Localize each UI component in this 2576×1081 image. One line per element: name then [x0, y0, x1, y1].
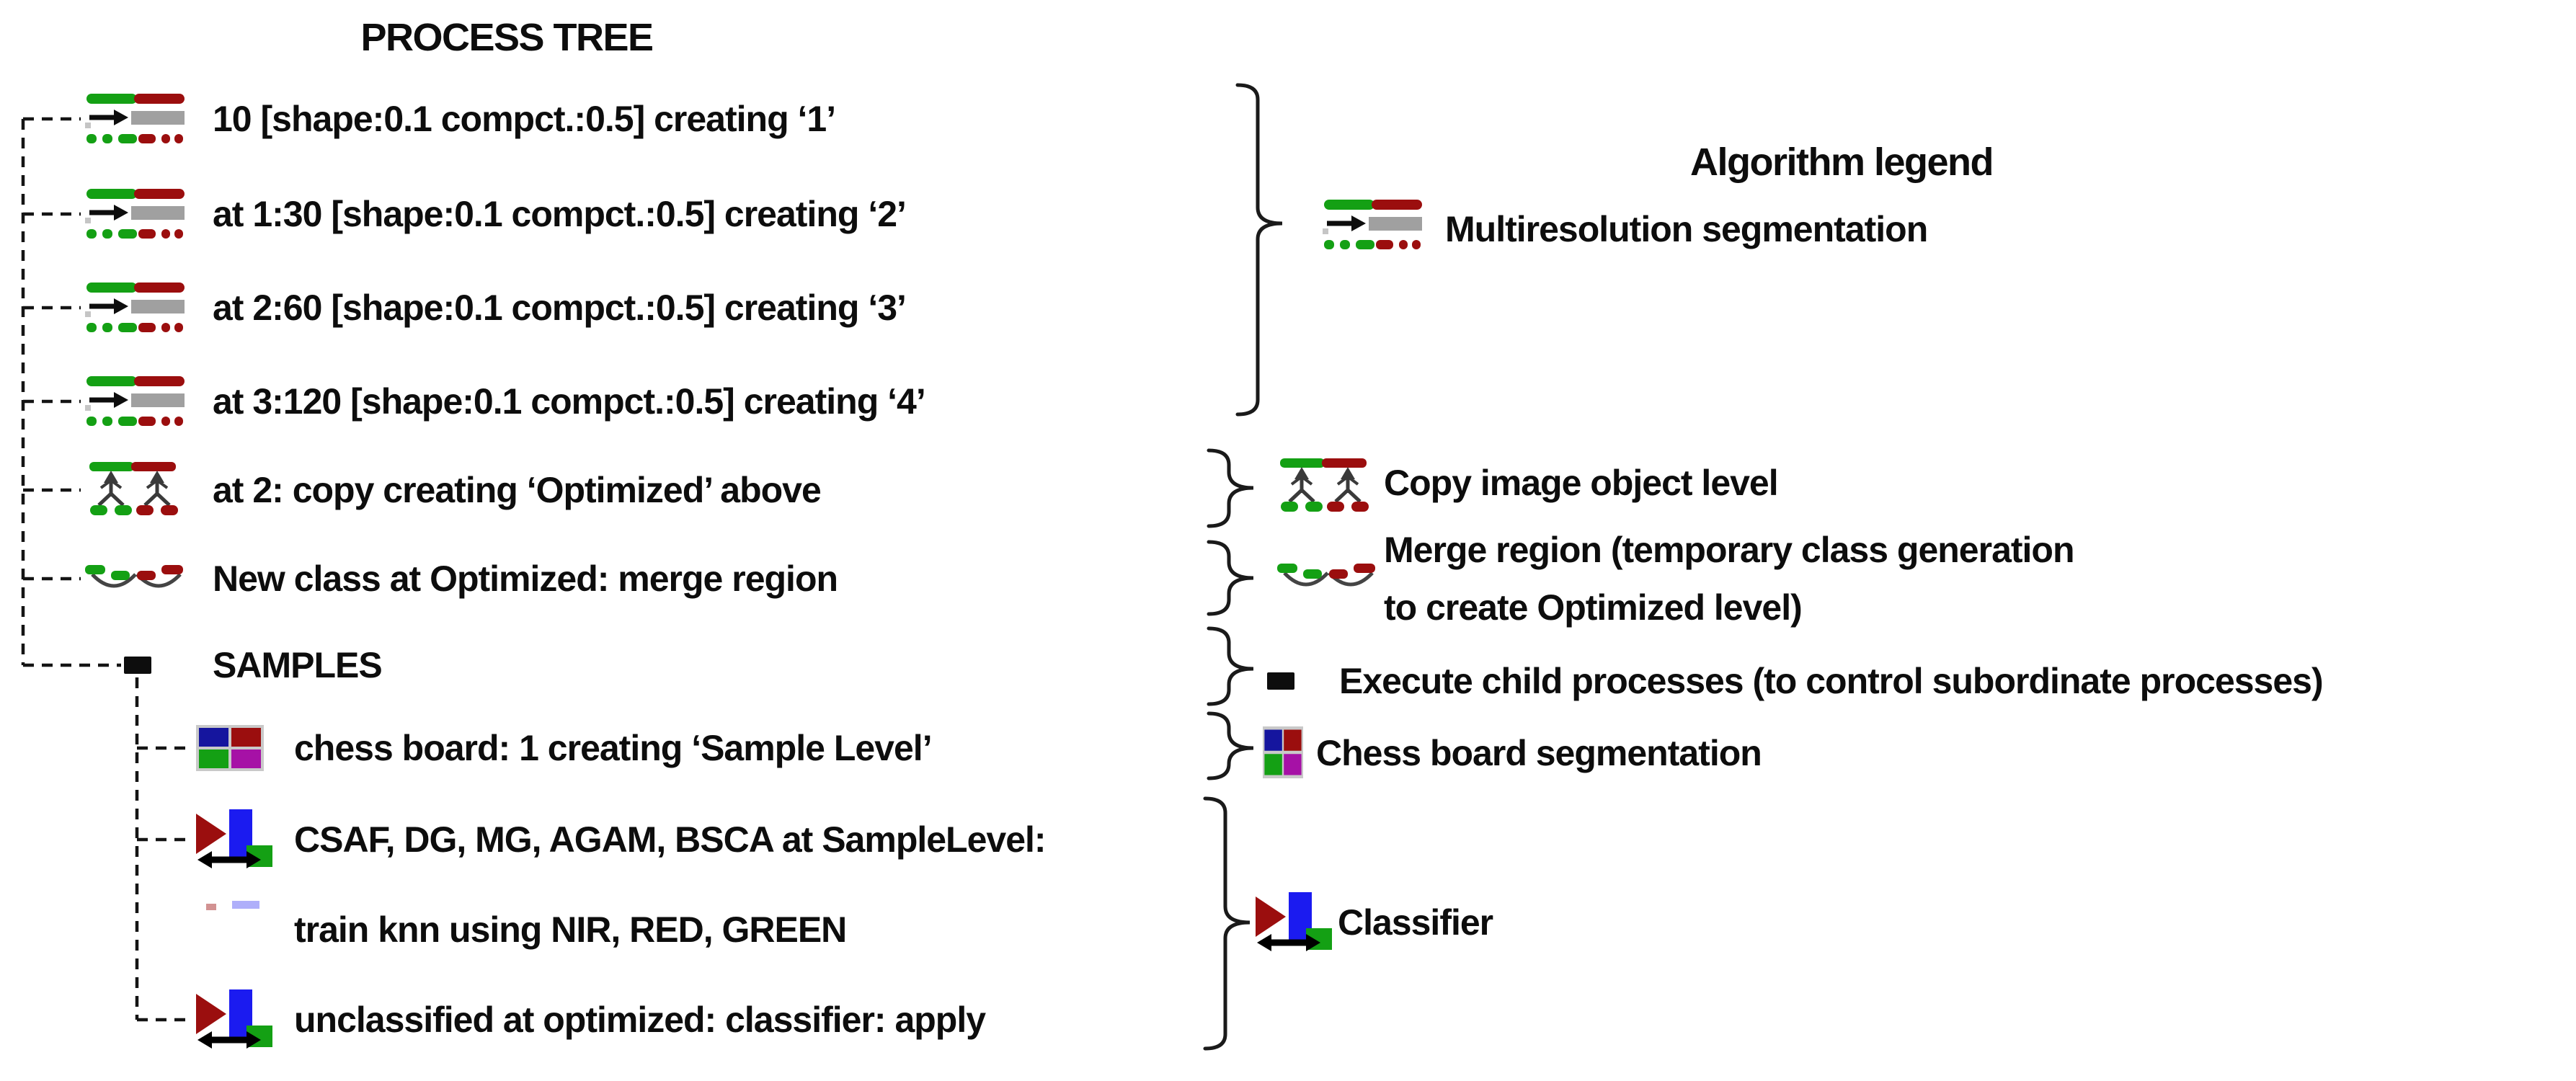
legend-entry-label: Multiresolution segmentation [1445, 209, 1928, 249]
execute-child-processes-icon [124, 657, 151, 674]
classifier-icon [1256, 892, 1333, 953]
chess-board-segmentation-icon [196, 725, 264, 771]
algorithm-legend-title: Algorithm legend [1690, 141, 1994, 184]
merge-region-icon [85, 564, 186, 593]
grouping-brace [1207, 448, 1254, 528]
merge-region-icon [1277, 563, 1378, 592]
copy-image-object-level-icon [85, 462, 180, 518]
process-tree-title: PROCESS TREE [360, 16, 654, 59]
grouping-brace [1207, 540, 1254, 616]
process-tree-item-label: train knn using NIR, RED, GREEN [294, 909, 847, 950]
grouping-brace [1207, 626, 1254, 706]
grouping-brace [1203, 796, 1251, 1051]
legend-entry-label: to create Optimized level) [1384, 587, 1803, 628]
multiresolution-segmentation-icon [85, 189, 186, 239]
process-tree-item-label: at 1:30 [shape:0.1 compct.:0.5] creating… [213, 194, 907, 234]
multiresolution-segmentation-icon [85, 94, 186, 144]
process-tree-item-label: at 2: copy creating ‘Optimized’ above [213, 470, 822, 510]
process-tree-item-label: chess board: 1 creating ‘Sample Level’ [294, 728, 933, 768]
classifier-icon [196, 989, 274, 1050]
execute-child-processes-icon [1267, 672, 1294, 690]
process-tree-item-label: CSAF, DG, MG, AGAM, BSCA at SampleLevel: [294, 819, 1047, 860]
process-tree-item-label: 10 [shape:0.1 compct.:0.5] creating ‘1’ [213, 99, 836, 139]
chess-board-segmentation-icon [1263, 726, 1303, 778]
legend-entry-label: Chess board segmentation [1316, 733, 1762, 773]
classifier-faint-icon [196, 899, 274, 960]
legend-entry-label: Execute child processes (to control subo… [1339, 661, 2324, 701]
legend-entry-label: Copy image object level [1384, 463, 1779, 503]
process-tree-item-label: at 2:60 [shape:0.1 compct.:0.5] creating… [213, 288, 907, 328]
classifier-icon [196, 809, 274, 870]
copy-image-object-level-icon [1276, 458, 1371, 515]
process-tree-item-label: SAMPLES [213, 645, 383, 685]
process-tree-item-label: New class at Optimized: merge region [213, 559, 838, 599]
multiresolution-segmentation-icon [1323, 200, 1424, 250]
process-tree-item-label: unclassified at optimized: classifier: a… [294, 1000, 986, 1040]
legend-entry-label: Merge region (temporary class generation [1384, 530, 2075, 570]
process-tree-item-label: at 3:120 [shape:0.1 compct.:0.5] creatin… [213, 381, 926, 422]
multiresolution-segmentation-icon [85, 376, 186, 427]
multiresolution-segmentation-icon [85, 283, 186, 333]
legend-entry-label: Classifier [1338, 902, 1493, 943]
grouping-brace [1207, 711, 1254, 780]
grouping-brace [1235, 83, 1283, 417]
